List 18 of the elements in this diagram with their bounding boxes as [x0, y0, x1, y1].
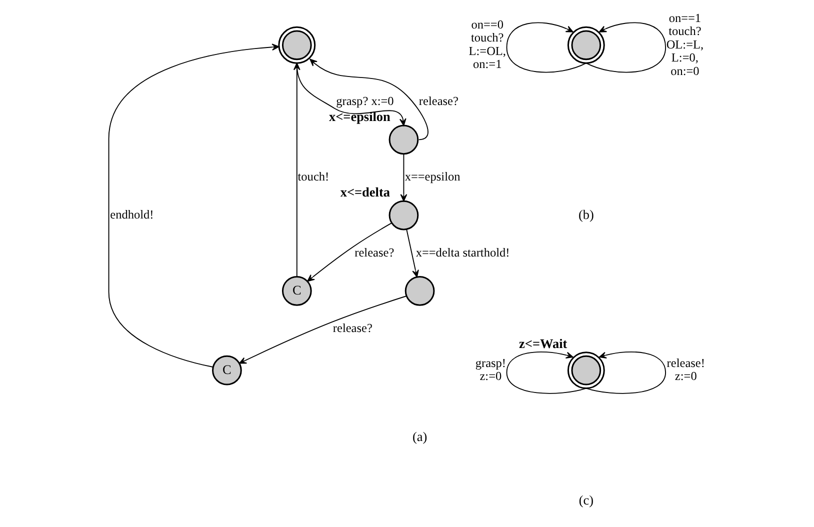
edge-label: release? — [332, 320, 372, 335]
edge-label: x==delta starthold! — [415, 245, 510, 260]
node-label: z<=Wait — [518, 336, 567, 351]
label: (b) — [578, 206, 594, 222]
edge-label: release? — [354, 245, 394, 260]
label: (c) — [578, 492, 593, 508]
edge-label: endhold! — [110, 208, 154, 222]
label: (a) — [412, 428, 427, 444]
edge-label: grasp? x:=0 — [336, 94, 394, 108]
node-label: x<=epsilon — [328, 108, 390, 124]
edge-label: touch! — [297, 170, 329, 184]
edge-label: on==1 touch? OL:=L, L:=0, on:=0 — [666, 10, 704, 78]
edge-label: release? — [418, 94, 458, 108]
edge-label: release! z:=0 — [666, 356, 704, 384]
edge-label: on==0 touch? L:=OL, on:=1 — [468, 17, 506, 72]
edge-label: x==epsilon — [404, 170, 460, 184]
edge-label: grasp! z:=0 — [474, 356, 506, 384]
node-label: x<=delta — [340, 184, 390, 200]
